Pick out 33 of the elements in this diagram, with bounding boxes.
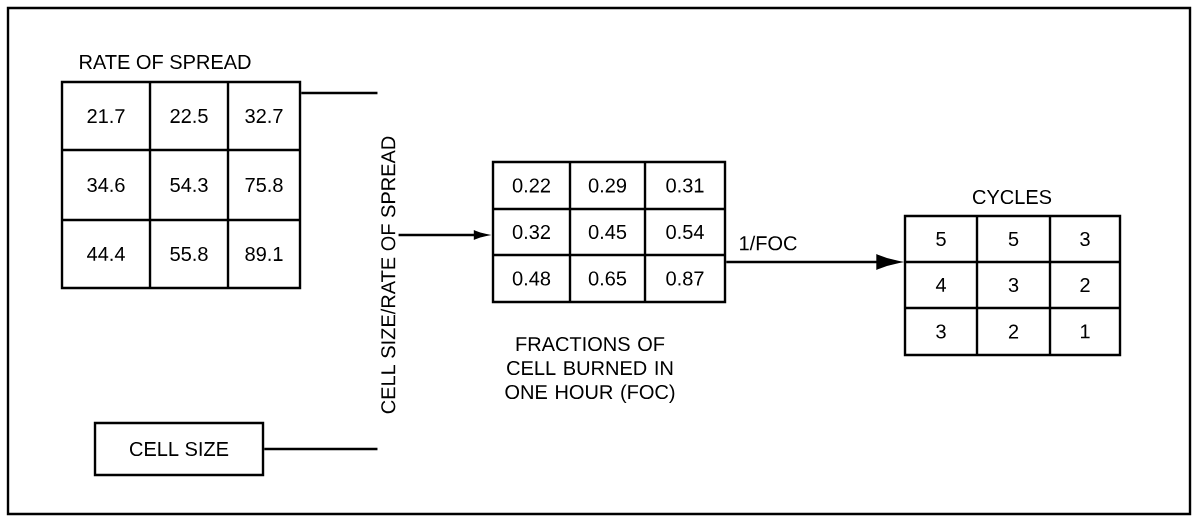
table-value: 5 [936,232,946,246]
table-value: 0.29 [588,178,627,193]
grid-caption: FRACTIONS OF CELL BURNED IN ONE HOUR (FOC) [505,336,675,404]
table-value: 21.7 [87,109,125,123]
label-box: CELL SIZE [93,421,265,477]
table-value: 0.48 [512,271,551,286]
table-value: 2 [1080,278,1090,292]
table-value: 54.3 [170,177,208,193]
table-heading: RATE OF SPREAD [80,54,251,70]
table-value: 3 [1080,231,1090,247]
table-value: 0.54 [666,224,704,240]
table-value: 5 [1008,232,1019,246]
table-value: 32.7 [245,108,283,124]
table-value: 75.8 [245,177,283,193]
table-value: 0.31 [666,178,704,193]
table-value: 0.65 [588,271,627,286]
table-value: 0.22 [512,178,550,193]
table-value: 1 [1081,324,1090,339]
table-value: 3 [1008,277,1019,293]
table-value: 4 [935,278,946,292]
table-value: 3 [936,324,946,339]
table-value: 0.32 [512,224,550,240]
table-value: 34.6 [87,177,125,193]
table-value: 89.1 [245,246,283,262]
edge-label: 1/FOC [736,233,800,253]
vertical-label: CELL SIZE/RATE OF SPREAD [380,136,396,414]
table-value: 2 [1008,324,1019,339]
table-value: 0.45 [588,224,627,240]
table-heading: CYCLES [973,189,1052,205]
table-value: 44.4 [87,247,125,261]
table-value: 55.8 [170,246,208,262]
table-value: 0.87 [666,271,704,286]
table-value: 22.5 [170,108,208,124]
